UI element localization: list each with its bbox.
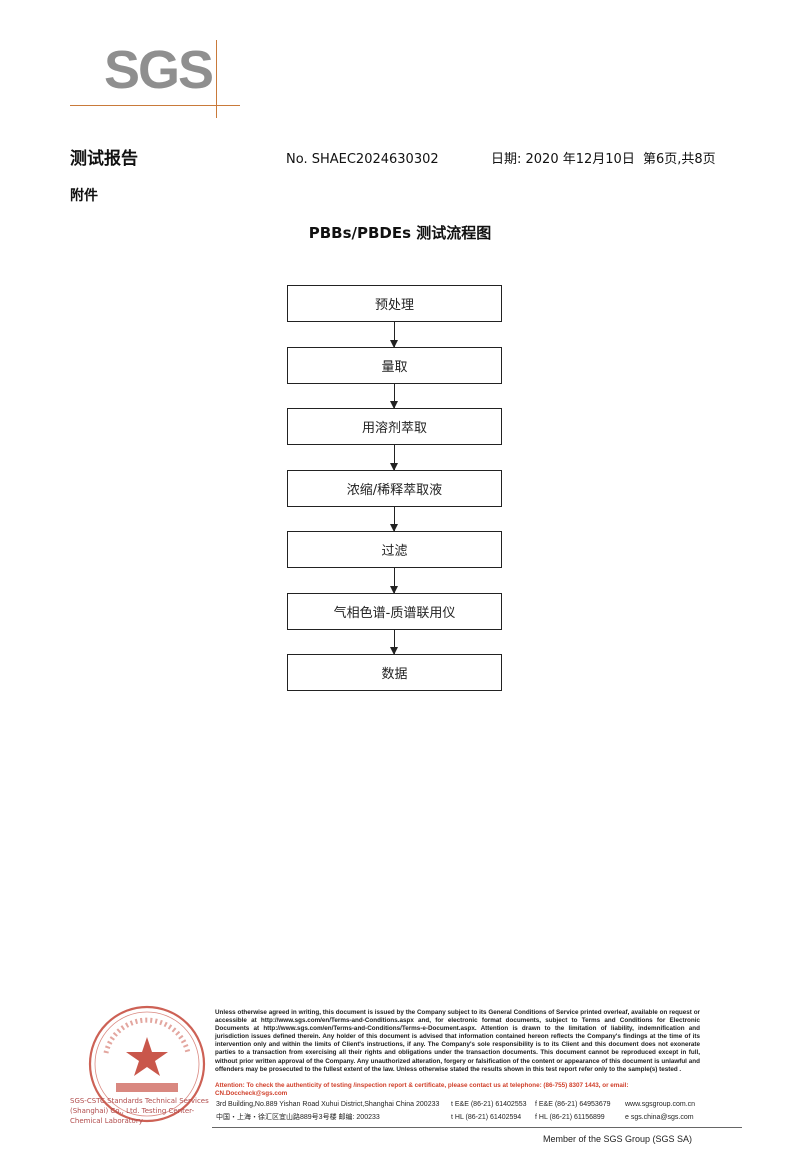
flow-arrow — [390, 445, 398, 471]
legal-disclaimer: Unless otherwise agreed in writing, this… — [215, 1009, 700, 1073]
flow-step-pretreatment: 预处理 — [287, 285, 502, 322]
address-chinese: 中国・上海・徐汇区宜山路889号3号楼 邮编: 200233 — [216, 1114, 380, 1121]
company-seal-stamp — [88, 1005, 206, 1123]
flow-arrow — [390, 507, 398, 532]
address-english: 3rd Building,No.889 Yishan Road Xuhui Di… — [216, 1101, 440, 1108]
logo-text: SGS — [104, 40, 214, 100]
flow-step-measure: 量取 — [287, 347, 502, 384]
flow-arrow — [390, 568, 398, 594]
report-number: No. SHAEC2024630302 — [286, 152, 439, 167]
sgs-logo: SGS — [104, 40, 224, 110]
flowchart-title: PBBs/PBDEs 测试流程图 — [308, 224, 492, 242]
footer-divider — [212, 1127, 742, 1128]
authenticity-notice: Attention: To check the authenticity of … — [215, 1082, 629, 1098]
member-statement: Member of the SGS Group (SGS SA) — [543, 1134, 693, 1144]
flow-arrow — [390, 384, 398, 409]
email-link[interactable]: e sgs.china@sgs.com — [625, 1114, 694, 1121]
fax-ee: f E&E (86-21) 64953679 — [535, 1101, 611, 1108]
seal-lab-text: SGS-CSTC Standards Technical Services (S… — [70, 1097, 209, 1125]
page-indicator: 第6页,共8页 — [643, 152, 716, 167]
flow-step-gc-ms: 气相色谱-质谱联用仪 — [287, 593, 502, 630]
flow-step-solvent-extraction: 用溶剂萃取 — [287, 408, 502, 445]
telephone-hl: t HL (86-21) 61402594 — [451, 1114, 522, 1121]
logo-vertical-line — [216, 40, 217, 118]
flow-arrow — [390, 322, 398, 348]
report-title: 测试报告 — [70, 149, 138, 169]
report-date: 日期: 2020 年12月10日 — [491, 152, 635, 167]
telephone-ee: t E&E (86-21) 61402553 — [451, 1101, 527, 1108]
flow-arrow — [390, 630, 398, 655]
flow-step-data: 数据 — [287, 654, 502, 691]
attachment-label: 附件 — [70, 188, 98, 204]
flow-step-filter: 过滤 — [287, 531, 502, 568]
logo-horizontal-line — [70, 105, 240, 106]
flow-step-concentrate-dilute: 浓缩/稀释萃取液 — [287, 470, 502, 507]
fax-hl: f HL (86-21) 61156899 — [535, 1114, 605, 1121]
website-link[interactable]: www.sgsgroup.com.cn — [625, 1101, 696, 1108]
